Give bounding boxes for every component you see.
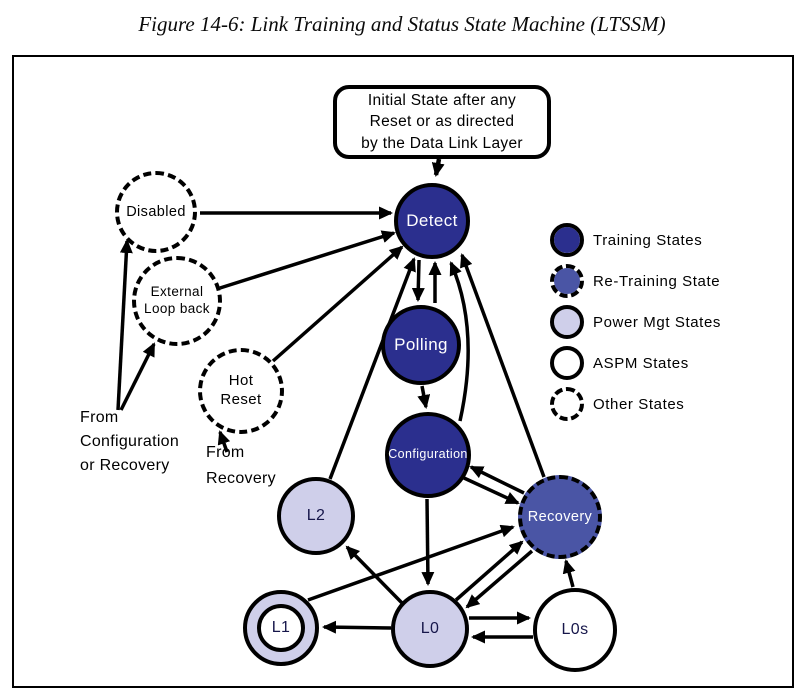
state-node-detect: Detect <box>394 183 470 259</box>
legend-item-training-states: Training States <box>550 223 702 257</box>
state-label-configuration: Configuration <box>388 447 468 462</box>
figure-title: Figure 14-6: Link Training and Status St… <box>138 12 666 36</box>
legend-item-other-states: Other States <box>550 387 684 421</box>
annotation-from-recovery: From Recovery <box>206 444 276 487</box>
state-label-detect: Detect <box>406 211 458 231</box>
legend-label-retraining: Re-Training State <box>593 272 721 290</box>
legend-item-aspm-states: ASPM States <box>550 346 689 380</box>
legend-swatch-retraining <box>550 264 584 298</box>
state-label-hot-reset: Hot Reset <box>220 372 262 408</box>
annotation-from-configuration-or-recovery: From Configuration or Recovery <box>80 409 180 474</box>
legend-label-power-mgt: Power Mgt States <box>593 313 721 331</box>
legend-item-retraining-state: Re-Training State <box>550 264 720 298</box>
legend-label-training: Training States <box>593 231 703 249</box>
legend-label-other: Other States <box>593 395 685 413</box>
legend-swatch-training <box>550 223 584 257</box>
state-label-recovery: Recovery <box>527 508 593 525</box>
state-label-disabled: Disabled <box>126 203 186 220</box>
state-node-l0: L0 <box>391 590 469 668</box>
state-node-l1-inner-ring: L1 <box>257 604 305 652</box>
state-node-l0s: L0s <box>533 588 617 672</box>
state-node-configuration: Configuration <box>385 412 471 498</box>
state-label-l1: L1 <box>271 619 291 636</box>
state-node-recovery: Recovery <box>518 475 602 559</box>
state-label-external-loopback: External Loop back <box>144 284 210 316</box>
legend-swatch-other <box>550 387 584 421</box>
state-label-polling: Polling <box>394 335 448 355</box>
state-node-l2: L2 <box>277 477 355 555</box>
state-node-hot-reset: Hot Reset <box>198 348 284 434</box>
legend-swatch-power-mgt <box>550 305 584 339</box>
state-label-l0: L0 <box>420 620 440 637</box>
initial-state-note: Initial State after any Reset or as dire… <box>333 85 551 159</box>
legend-item-power-mgt-states: Power Mgt States <box>550 305 721 339</box>
legend-swatch-aspm <box>550 346 584 380</box>
state-node-l1: L1 <box>243 590 319 666</box>
state-node-disabled: Disabled <box>115 171 197 253</box>
state-label-l2: L2 <box>306 507 326 524</box>
state-node-external-loopback: External Loop back <box>132 256 222 346</box>
legend-label-aspm: ASPM States <box>593 354 689 372</box>
state-label-l0s: L0s <box>561 621 589 638</box>
state-node-polling: Polling <box>381 305 461 385</box>
